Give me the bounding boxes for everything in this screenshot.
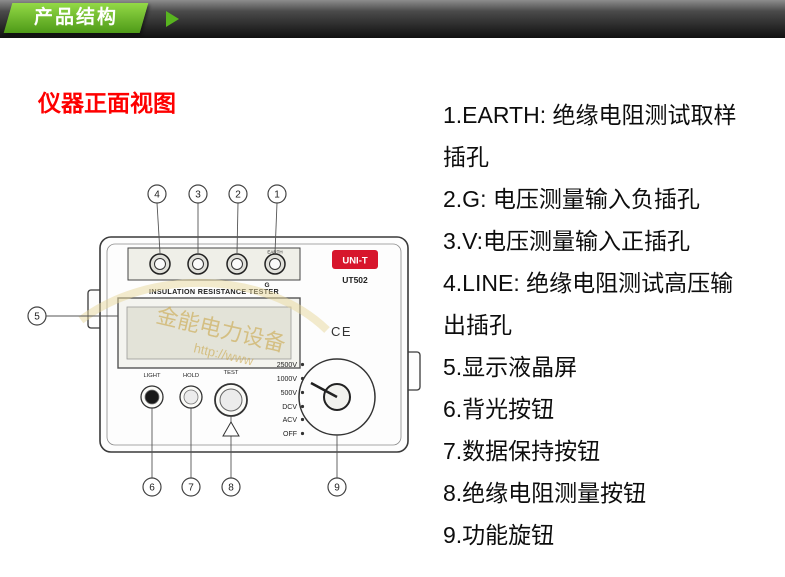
- dial-tick-2500v: [300, 362, 305, 367]
- legend-item-9: 9.功能旋钮: [443, 522, 555, 548]
- device-diagram: EARTH G INSULATION RESISTANCE TESTER UNI…: [27, 184, 421, 497]
- legend-item-3: 3.V:电压测量输入正插孔: [443, 228, 691, 254]
- callout-1: [267, 184, 287, 204]
- callout-5-number: 5: [34, 312, 40, 323]
- callout-9-number: 9: [334, 483, 340, 494]
- dial-tick-acv: [300, 417, 305, 422]
- legend-item-1: 1.EARTH: 绝缘电阻测试取样插孔: [443, 102, 737, 170]
- legend-item-6: 6.背光按钮: [443, 396, 555, 422]
- jack-line-center: [154, 258, 166, 270]
- light-button-label: LIGHT: [143, 373, 161, 379]
- callout-1-number: 1: [274, 190, 280, 201]
- callout-6-number: 6: [149, 483, 155, 494]
- dial-pos-off: OFF: [283, 431, 297, 438]
- device-body-inner-outline: [106, 243, 402, 446]
- dial-tick-dcv: [300, 404, 305, 409]
- legend-item-5: 5.显示液晶屏: [443, 354, 578, 380]
- section-banner: 产品结构: [0, 0, 785, 38]
- callout-2-number: 2: [235, 190, 241, 201]
- callout-8-number: 8: [228, 483, 234, 494]
- banner-title-tab: 产品结构: [3, 3, 149, 33]
- legend-item-7: 7.数据保持按钮: [443, 438, 601, 464]
- page-title: 仪器正面视图: [38, 90, 176, 116]
- test-button-cap: [219, 388, 243, 412]
- callout-7: [181, 477, 201, 497]
- brand-logo-text: UNI-T: [342, 256, 368, 267]
- banner-arrow-icon: [166, 11, 179, 27]
- leader-line-1: [274, 202, 278, 254]
- leader-line-2: [236, 202, 239, 254]
- legend-list: 1.EARTH: 绝缘电阻测试取样插孔 2.G: 电压测量输入负插孔 3.V:电…: [443, 94, 743, 556]
- leader-line-4: [156, 202, 161, 254]
- watermark-swoosh: [78, 278, 330, 333]
- jack-v-center: [192, 258, 204, 270]
- callout-3-number: 3: [195, 190, 201, 201]
- model-label: UT502: [342, 275, 368, 285]
- light-button-cap: [144, 389, 160, 405]
- dial-tick-off: [300, 431, 305, 436]
- callout-2: [228, 184, 248, 204]
- dial-pos-dcv: DCV: [282, 404, 297, 411]
- dial-tick-500v: [300, 390, 305, 395]
- dial-pos-500v: 500V: [281, 390, 298, 397]
- jack-g-label: G: [264, 282, 269, 289]
- hold-button-label: HOLD: [183, 373, 199, 379]
- callout-4-number: 4: [154, 190, 160, 201]
- callout-9: [327, 477, 347, 497]
- callout-5: [27, 306, 47, 326]
- banner-title: 产品结构: [34, 7, 119, 28]
- jack-earth-center: [269, 258, 281, 270]
- brand-logo-box: [332, 250, 378, 269]
- dial-pos-1000v: 1000V: [277, 376, 298, 383]
- rotary-knob-pointer: [310, 381, 338, 399]
- dial-pos-2500v: 2500V: [277, 362, 298, 369]
- hold-button-cap: [183, 389, 199, 405]
- jack-g-center: [231, 258, 243, 270]
- test-button-label: TEST: [224, 370, 239, 376]
- callout-4: [147, 184, 167, 204]
- legend-item-8: 8.绝缘电阻测量按钮: [443, 480, 647, 506]
- lcd-screen: [126, 306, 292, 360]
- legend-item-2: 2.G: 电压测量输入负插孔: [443, 186, 700, 212]
- device-figure: EARTH G INSULATION RESISTANCE TESTER UNI…: [25, 180, 435, 520]
- warning-triangle-icon: [222, 420, 240, 437]
- legend-item-4: 4.LINE: 绝缘电阻测试高压输出插孔: [443, 270, 734, 338]
- callout-6: [142, 477, 162, 497]
- callout-8: [221, 477, 241, 497]
- callout-7-number: 7: [188, 483, 194, 494]
- dial-tick-1000v: [300, 376, 305, 381]
- panel-title: INSULATION RESISTANCE TESTER: [149, 287, 279, 296]
- callout-3: [188, 184, 208, 204]
- ce-mark: CE: [331, 324, 352, 339]
- dial-pos-acv: ACV: [283, 417, 298, 424]
